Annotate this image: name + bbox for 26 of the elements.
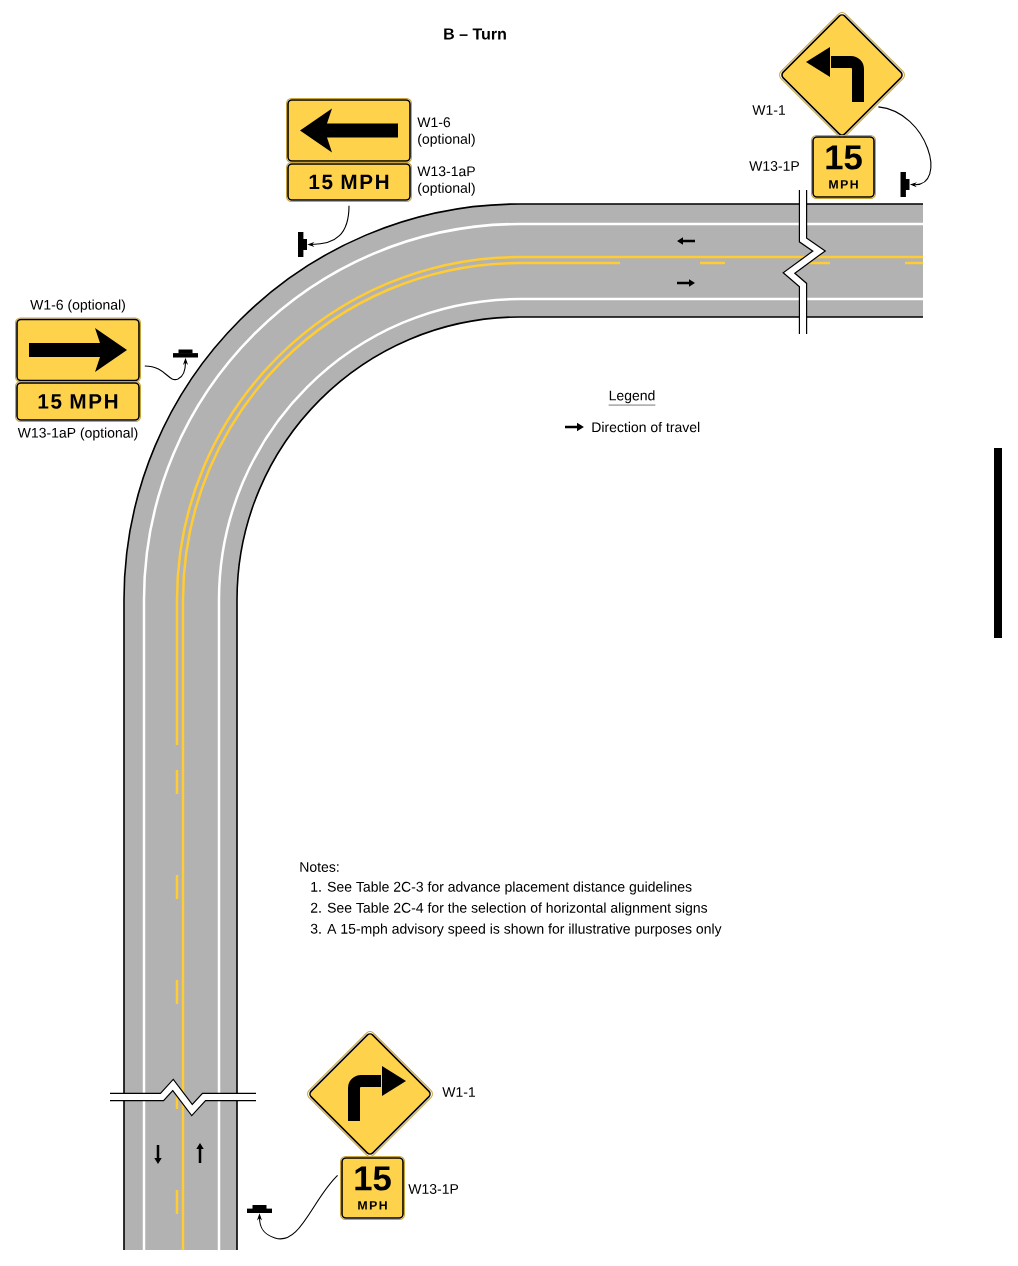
sign-code-label: W13-1aP (optional): [17, 427, 138, 441]
notes-heading: Notes:: [300, 862, 339, 872]
arrow-sign: [286, 98, 412, 163]
speed-plaque: 15 MPH: [340, 1156, 405, 1220]
sign-post: [173, 349, 198, 358]
sign-code-label: W13-1aP (optional): [417, 166, 475, 196]
sign-post: [900, 172, 910, 197]
leader-line: [877, 106, 932, 188]
note-text: 3. A 15-mph advisory speed is shown for illustrative purposes only: [310, 923, 722, 937]
sign-code-label: W1-6 (optional): [417, 117, 475, 147]
speed-plaque: 15 MPH: [15, 381, 141, 422]
sign-code-label: W13-1P: [749, 161, 799, 171]
legend-title: Legend: [608, 390, 656, 406]
note-text: 1. See Table 2C-3 for advance placement distance guidelines: [311, 881, 692, 895]
sign-code-label: W1-6 (optional): [30, 299, 125, 313]
sign-code-label: W1-1: [752, 105, 786, 115]
speed-plaque: 15 MPH: [286, 162, 412, 202]
title: B – Turn: [444, 28, 506, 40]
leader-line: [256, 1174, 339, 1240]
sign-code-label: W1-1: [442, 1087, 475, 1097]
speed-plaque: 15 MPH: [811, 135, 876, 199]
sign-code-label: W13-1P: [408, 1184, 459, 1194]
arrow-sign: [15, 317, 141, 383]
legend-text: Direction of travel: [592, 421, 700, 433]
turn-warning-sign: [307, 1031, 433, 1157]
note-text: 2. See Table 2C-4 for the selection of horizontal alignment signs: [311, 902, 708, 916]
